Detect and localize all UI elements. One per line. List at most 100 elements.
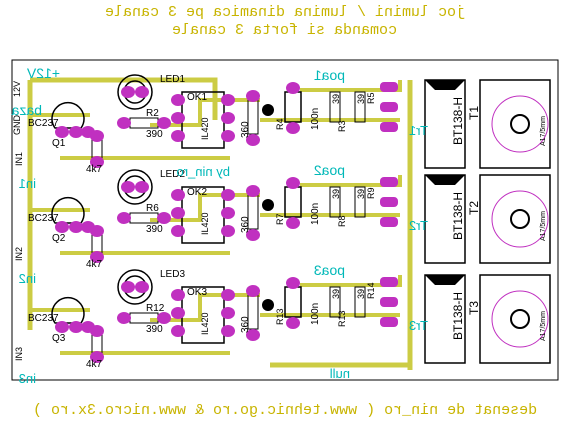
baza-label: baza bbox=[11, 102, 42, 118]
heatsink-hole bbox=[510, 309, 530, 329]
via-pad bbox=[262, 199, 274, 211]
transistor-outline bbox=[51, 196, 85, 224]
opto-pad-left bbox=[171, 307, 185, 319]
gate-resistor-value: 360 bbox=[240, 316, 251, 333]
triac-net-label: Tr1 bbox=[409, 123, 428, 138]
base-resistor-pad1 bbox=[90, 325, 104, 337]
heatsink-hole-outer bbox=[491, 290, 549, 348]
coll-resistor-value: 390 bbox=[146, 224, 163, 235]
fixed-labels: +12V baza by nin_ro null 12V GND bbox=[11, 65, 350, 381]
snubber-track bbox=[300, 175, 402, 187]
opto-pad-right bbox=[221, 189, 235, 201]
input-pin-label: IN1 bbox=[14, 152, 24, 166]
center-net-label: by nin_ro bbox=[177, 164, 230, 179]
triac-type-label: BT138-H bbox=[451, 97, 465, 145]
led-pad-a bbox=[121, 86, 135, 98]
supply-pin-label: 12V bbox=[12, 81, 22, 97]
opto-pad-left bbox=[171, 225, 185, 237]
cap-label: 100n bbox=[310, 108, 321, 130]
transistor-outline bbox=[51, 101, 85, 129]
gate-resistor-name: R4 bbox=[275, 118, 285, 130]
opto-pad-left bbox=[171, 207, 185, 219]
gate-net-label: poa3 bbox=[314, 262, 345, 278]
snub-resistor-body bbox=[329, 286, 341, 318]
connector-pad bbox=[380, 197, 398, 207]
opto-pad-right bbox=[221, 207, 235, 219]
opto-pad-left bbox=[171, 112, 185, 124]
triac-label: T1 bbox=[467, 106, 481, 120]
led-pad-k bbox=[135, 86, 149, 98]
opto-pad-right bbox=[221, 130, 235, 142]
opto-pad-right bbox=[221, 307, 235, 319]
gate2-resistor-value: 39 bbox=[356, 94, 366, 104]
coll-resistor-label: R2 bbox=[146, 108, 159, 119]
opto-pad-left bbox=[171, 189, 185, 201]
base-resistor-label: 4k7 bbox=[86, 164, 103, 175]
opto-type-label: IL420 bbox=[200, 212, 210, 235]
opto-pad-right bbox=[221, 289, 235, 301]
heatsink-hole bbox=[510, 209, 530, 229]
gnd-pin-label: GND bbox=[12, 115, 22, 136]
gate2-resistor-name: R5 bbox=[366, 92, 376, 104]
coll-resistor-pad2 bbox=[157, 212, 171, 224]
led-pad-a bbox=[121, 281, 135, 293]
snub-resistor-value: 39 bbox=[331, 289, 341, 299]
heatsink-outline bbox=[479, 79, 551, 169]
led-pad-a bbox=[121, 181, 135, 193]
via-pad bbox=[262, 104, 274, 116]
led-body bbox=[117, 74, 153, 110]
snubber-track bbox=[300, 275, 402, 287]
opto-pad-right bbox=[221, 325, 235, 337]
coll-resistor-label: R12 bbox=[146, 303, 165, 314]
coll-resistor-pad1 bbox=[117, 117, 131, 129]
coll-resistor-pad1 bbox=[117, 212, 131, 224]
via-pad bbox=[262, 299, 274, 311]
gate-resistor-pad2 bbox=[246, 229, 260, 241]
gate2-resistor-value: 39 bbox=[356, 189, 366, 199]
cap-label: 100n bbox=[310, 203, 321, 225]
gate-resistor-name: R7 bbox=[275, 213, 285, 225]
snub-resistor-body bbox=[329, 186, 341, 218]
gate2-resistor-body bbox=[354, 91, 366, 123]
supply-label: +12V bbox=[26, 65, 60, 81]
base-resistor-label: 4k7 bbox=[86, 359, 103, 370]
cap-pad2 bbox=[286, 217, 300, 229]
transistor-pad-e bbox=[55, 221, 69, 233]
opto-pad-left bbox=[171, 130, 185, 142]
base-resistor-pad2 bbox=[90, 156, 104, 168]
connector-pad bbox=[380, 102, 398, 112]
static-layer bbox=[27, 77, 413, 370]
heatsink-outline bbox=[479, 174, 551, 264]
opto-pad-right bbox=[221, 112, 235, 124]
gate2-resistor-body bbox=[354, 186, 366, 218]
snubber-track bbox=[300, 80, 402, 92]
transistor-type-label: BC237 bbox=[28, 118, 59, 129]
input-net-label: in3 bbox=[19, 371, 36, 386]
base-resistor-label: 4k7 bbox=[86, 259, 103, 270]
snub-resistor-name: R8 bbox=[337, 215, 347, 227]
heatsink-label: A17/5mm bbox=[540, 116, 547, 146]
gate2-resistor-name: R14 bbox=[366, 282, 376, 299]
heatsink-label: A17/5mm bbox=[540, 311, 547, 341]
led-pad-k bbox=[135, 181, 149, 193]
heatsink-hole-outer bbox=[491, 95, 549, 153]
snub-resistor-value: 39 bbox=[331, 94, 341, 104]
gate-resistor-name: R13 bbox=[275, 308, 285, 325]
opto-pad-left bbox=[171, 325, 185, 337]
gate2-resistor-value: 39 bbox=[356, 289, 366, 299]
gate-net-label: poa2 bbox=[314, 162, 345, 178]
heatsink-hole-outer bbox=[491, 190, 549, 248]
base-resistor-pad1 bbox=[90, 225, 104, 237]
coll-resistor-label: R6 bbox=[146, 203, 159, 214]
transistor-pad-b bbox=[69, 321, 83, 333]
triac-tab bbox=[425, 275, 465, 285]
led-label: LED2 bbox=[160, 169, 185, 180]
coll-resistor-pad1 bbox=[117, 312, 131, 324]
gate-resistor-pad1 bbox=[246, 90, 260, 102]
opto-pad-right bbox=[221, 94, 235, 106]
triac-label: T2 bbox=[467, 201, 481, 215]
triac-net-label: Tr3 bbox=[409, 318, 428, 333]
gate-resistor-value: 360 bbox=[240, 216, 251, 233]
opto-type-label: IL420 bbox=[200, 117, 210, 140]
input-net-label: in2 bbox=[19, 271, 36, 286]
